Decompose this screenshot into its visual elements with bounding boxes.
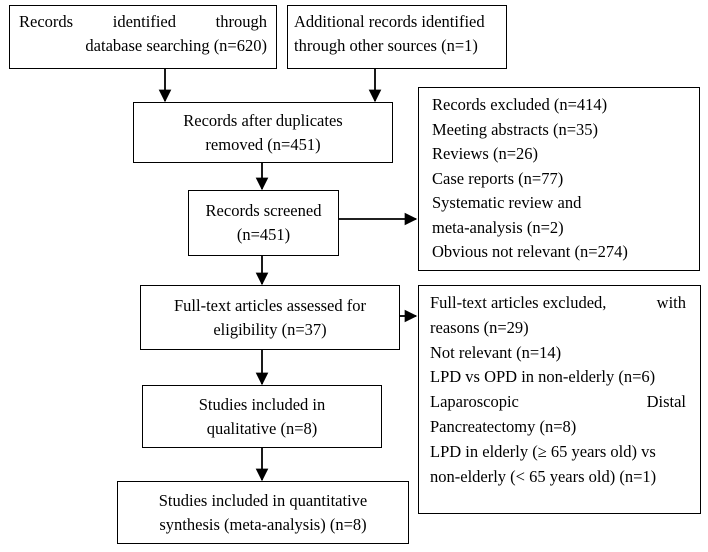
excluded-item: Case reports (n=77)	[432, 168, 564, 188]
box-qualitative: Studies included in qualitative (n=8)	[142, 385, 382, 448]
box-database-search: Records identified through database sear…	[9, 5, 277, 69]
database-text-1a: Records	[19, 12, 74, 31]
fulltext-text-1: Full-text articles assessed for	[174, 295, 366, 315]
box-fulltext-excluded: Full-text articles excluded, with reason…	[418, 285, 701, 514]
other-sources-text-1: Additional records identified	[294, 12, 485, 31]
fulltext-excluded-text-4: LPD vs OPD in non-elderly (n=6)	[430, 367, 656, 387]
excluded-item: Meeting abstracts (n=35)	[432, 119, 599, 139]
after-duplicates-text-1: Records after duplicates	[183, 110, 343, 130]
box-fulltext-assessed: Full-text articles assessed for eligibil…	[140, 285, 400, 350]
quantitative-text-1: Studies included in quantitative	[158, 490, 368, 510]
fulltext-excluded-text-8: non-elderly (< 65 years old) (n=1)	[430, 466, 657, 486]
fulltext-excluded-text-3: Not relevant (n=14)	[430, 342, 562, 362]
database-text-2: database searching (n=620)	[85, 36, 267, 55]
screened-text-2: (n=451)	[236, 225, 291, 244]
other-sources-text-2: through other sources (n=1)	[294, 36, 478, 55]
box-quantitative: Studies included in quantitative synthes…	[117, 481, 409, 544]
database-text-1b: identified	[112, 12, 176, 31]
excluded-item: meta-analysis (n=2)	[432, 217, 564, 237]
fulltext-excluded-text-7: LPD in elderly (≥ 65 years old) vs	[430, 441, 656, 461]
fulltext-text-2: eligibility (n=37)	[213, 319, 327, 339]
after-duplicates-text-2: removed (n=451)	[205, 134, 321, 154]
fulltext-excluded-text-1b: with	[656, 293, 686, 312]
excluded-item: Systematic review and	[432, 193, 582, 212]
database-text-1c: through	[215, 12, 267, 31]
quantitative-text-2: synthesis (meta-analysis) (n=8)	[159, 514, 367, 534]
excluded-item: Reviews (n=26)	[432, 144, 538, 163]
fulltext-excluded-text-2: reasons (n=29)	[430, 317, 529, 337]
fulltext-excluded-text-5a: Laparoscopic	[430, 392, 519, 412]
fulltext-excluded-text-1a: Full-text articles excluded,	[430, 293, 607, 312]
screened-text-1: Records screened	[205, 201, 322, 220]
fulltext-excluded-text-6: Pancreatectomy (n=8)	[430, 416, 577, 436]
box-after-duplicates: Records after duplicates removed (n=451)	[133, 102, 393, 163]
fulltext-excluded-text-5b: Distal	[646, 392, 686, 412]
qualitative-text-1: Studies included in	[198, 394, 326, 414]
box-other-sources: Additional records identified through ot…	[287, 5, 507, 69]
excluded-item: Obvious not relevant (n=274)	[432, 242, 628, 261]
qualitative-text-2: qualitative (n=8)	[206, 418, 318, 438]
box-records-excluded: Records excluded (n=414) Meeting abstrac…	[418, 87, 700, 271]
box-records-screened: Records screened (n=451)	[188, 190, 339, 256]
excluded-item: Records excluded (n=414)	[432, 95, 608, 114]
